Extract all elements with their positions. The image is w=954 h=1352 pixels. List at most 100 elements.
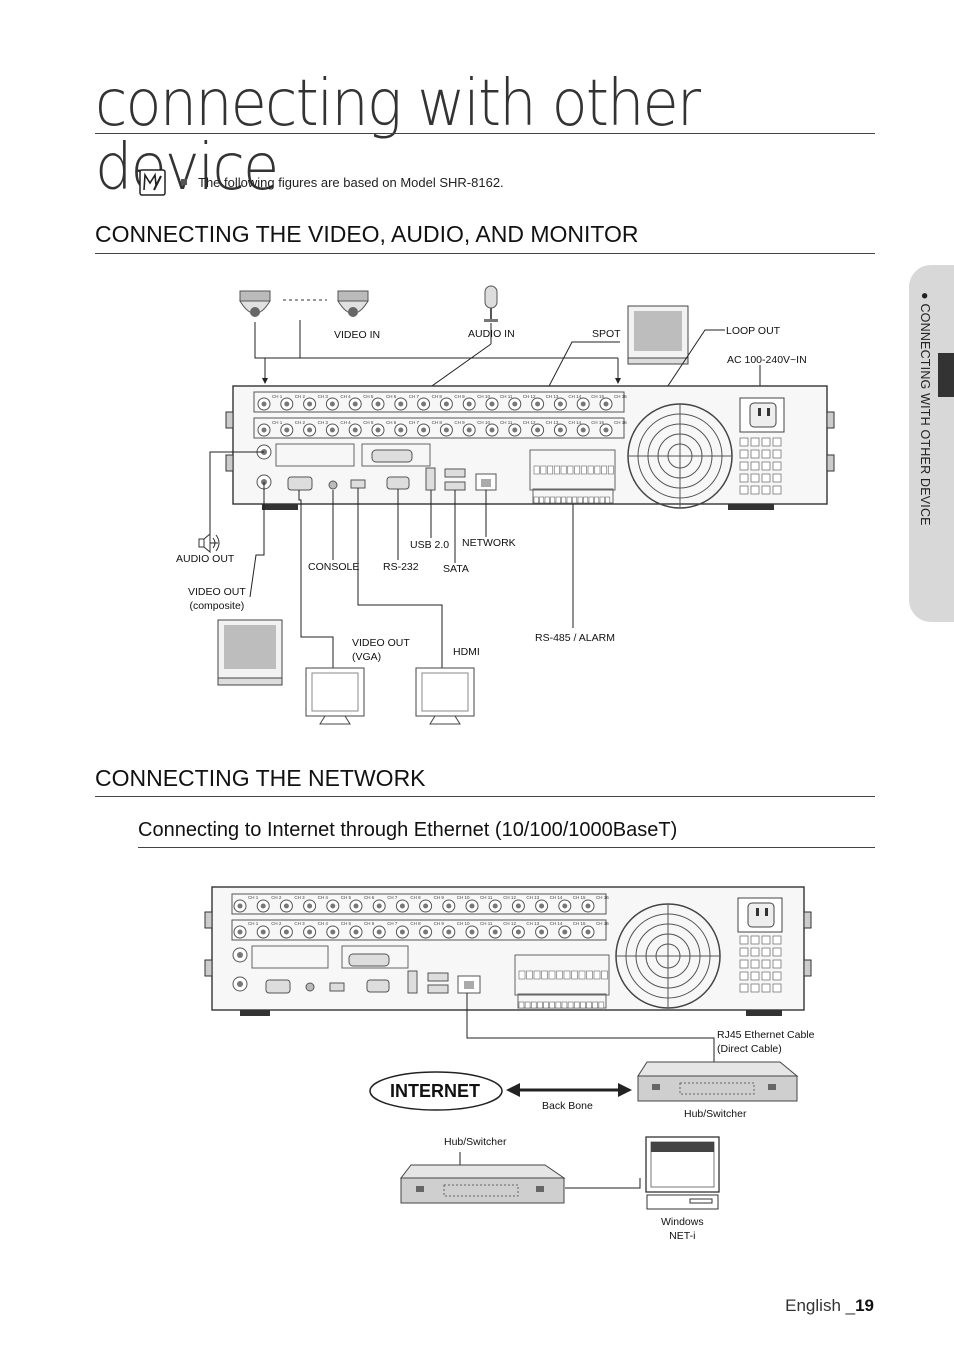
vent-slot xyxy=(739,959,749,969)
heading-video-audio-monitor: CONNECTING THE VIDEO, AUDIO, AND MONITOR xyxy=(95,221,639,247)
note-bullet xyxy=(181,179,187,185)
spot-monitor-icon xyxy=(627,305,689,365)
panel-ch-label: CH 11 xyxy=(480,895,493,900)
label-loop-out: LOOP OUT xyxy=(726,325,781,337)
vent-slot xyxy=(761,449,771,459)
vent-slot xyxy=(761,437,771,447)
panel-ch-label: CH 8 xyxy=(432,420,443,425)
panel-ch-label: CH 6 xyxy=(386,394,397,399)
label-video-out-vga: VIDEO OUT (VGA) xyxy=(352,637,410,664)
vent-slot xyxy=(772,935,782,945)
panel-ch-label: CH 13 xyxy=(546,420,559,425)
panel-ch-label: CH 3 xyxy=(294,921,305,926)
vent-slot xyxy=(761,473,771,483)
panel-ch-label: CH 1 xyxy=(272,420,283,425)
bnc-row-top xyxy=(257,397,613,411)
note-icon xyxy=(139,169,166,196)
label-usb: USB 2.0 xyxy=(410,539,450,551)
terminal-pin xyxy=(556,970,563,980)
panel-ch-label: CH 9 xyxy=(434,895,445,900)
terminal-pin xyxy=(566,496,572,504)
label-video-in: VIDEO IN xyxy=(334,329,381,341)
label-hdmi: HDMI xyxy=(453,646,480,658)
vent-slot xyxy=(761,935,771,945)
terminal-pin xyxy=(539,496,545,504)
panel-ch-label: CH 10 xyxy=(477,394,490,399)
panel-ch-label: CH 3 xyxy=(318,394,329,399)
terminal-pin xyxy=(586,1001,592,1009)
panel-ch-label: CH 10 xyxy=(457,895,470,900)
vent-slot xyxy=(761,947,771,957)
panel-ch-label: CH 9 xyxy=(434,921,445,926)
terminal-pin xyxy=(518,970,526,980)
terminal-pin xyxy=(593,970,601,980)
bnc-row-bottom xyxy=(257,423,613,437)
panel-ch-label: CH 3 xyxy=(294,895,305,900)
terminal-pin xyxy=(540,465,547,475)
vent-grid xyxy=(739,437,782,495)
vent-slot xyxy=(739,935,749,945)
panel-ch-label: CH 16 xyxy=(614,420,627,425)
panel-ch-label: CH 2 xyxy=(295,394,306,399)
panel-ch-label: CH 13 xyxy=(526,895,539,900)
panel-ch-label: CH 6 xyxy=(364,921,375,926)
vent-slot xyxy=(761,485,771,495)
terminal-pin xyxy=(588,496,594,504)
terminal-pin xyxy=(550,496,556,504)
panel-ch-label: CH 11 xyxy=(500,420,513,425)
terminal-pin xyxy=(573,1001,580,1009)
terminal-pin xyxy=(574,465,581,475)
terminal-pin xyxy=(526,970,533,980)
note-text: The following figures are based on Model… xyxy=(198,175,504,190)
panel-ch-label: CH 5 xyxy=(341,895,352,900)
label-ac-in: AC 100-240V~IN xyxy=(727,354,807,366)
panel-ch-label: CH 13 xyxy=(526,921,539,926)
section-rule xyxy=(95,796,875,797)
hdmi-monitor-icon xyxy=(415,667,475,725)
label-audio-out: AUDIO OUT xyxy=(176,553,235,565)
panel-ch-label: CH 7 xyxy=(387,921,398,926)
label-network: NETWORK xyxy=(462,537,516,549)
label-console: CONSOLE xyxy=(308,561,360,573)
side-tab-marker xyxy=(938,353,954,397)
terminal-pin xyxy=(583,496,589,504)
panel-ch-label: CH 4 xyxy=(340,420,351,425)
terminal-pin xyxy=(537,1001,543,1009)
network-diagram: CH 1CH 1CH 2CH 2CH 3CH 3CH 4CH 4CH 5CH 5… xyxy=(204,886,812,1210)
panel-ch-label: CH 8 xyxy=(410,921,421,926)
terminal-pin xyxy=(563,970,571,980)
vent-slot xyxy=(772,461,782,471)
panel-ch-label: CH 1 xyxy=(248,895,259,900)
vent-slot xyxy=(750,971,760,981)
speaker-icon xyxy=(198,532,220,554)
panel-ch-label: CH 2 xyxy=(295,420,306,425)
vent-slot xyxy=(750,461,760,471)
panel-ch-label: CH 6 xyxy=(386,420,397,425)
terminal-pin xyxy=(605,496,611,504)
terminal-pin xyxy=(560,465,567,475)
vent-slot xyxy=(761,461,771,471)
terminal-pin xyxy=(572,496,578,504)
vent-slot xyxy=(739,485,749,495)
panel-ch-label: CH 11 xyxy=(500,394,513,399)
terminal-pin xyxy=(571,970,578,980)
heading-network: CONNECTING THE NETWORK xyxy=(95,765,426,791)
section-rule xyxy=(95,253,875,254)
terminal-pin xyxy=(549,1001,555,1009)
terminal-pin xyxy=(541,970,548,980)
terminal-pin xyxy=(599,496,605,504)
terminal-pin xyxy=(594,496,600,504)
panel-ch-label: CH 14 xyxy=(568,420,581,425)
microphone-icon xyxy=(484,285,498,322)
bnc-row-top xyxy=(233,899,595,913)
label-windows-net-i: Windows NET-i xyxy=(661,1216,704,1243)
terminal-pin xyxy=(555,1001,562,1009)
terminal-pin xyxy=(561,1001,568,1009)
title-rule xyxy=(95,133,875,134)
terminal-pin xyxy=(601,465,608,475)
vent-slot xyxy=(750,935,760,945)
terminal-pin xyxy=(533,496,539,504)
vent-grid xyxy=(739,935,782,993)
terminal-pin xyxy=(543,1001,549,1009)
panel-ch-label: CH 15 xyxy=(573,921,586,926)
